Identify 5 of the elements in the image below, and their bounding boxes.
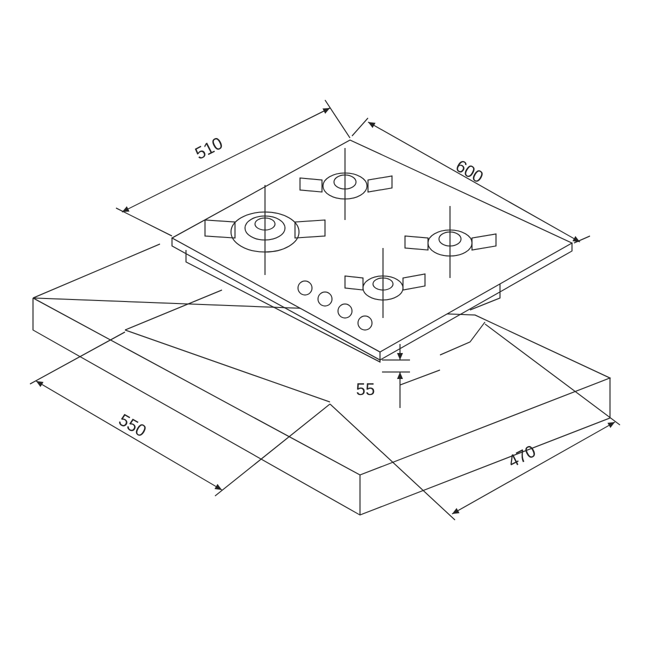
dimension-label: 600 bbox=[452, 157, 486, 187]
dimension-label: 510 bbox=[192, 134, 226, 164]
dimension-label: 55 bbox=[356, 381, 375, 399]
dimension-label: 550 bbox=[115, 411, 149, 441]
dimension-label: 470 bbox=[505, 442, 539, 472]
